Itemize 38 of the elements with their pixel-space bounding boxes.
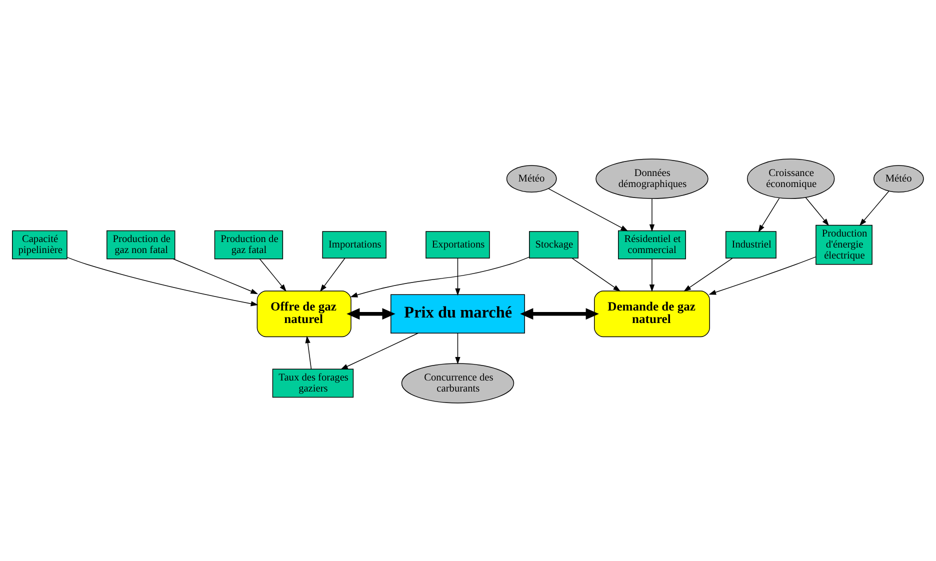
arrow xyxy=(455,332,460,364)
arrow xyxy=(305,335,312,369)
node-box: Production de gaz non fatal xyxy=(106,230,176,259)
node-ellipse: Croissance économique xyxy=(746,158,835,198)
arrow xyxy=(455,257,460,296)
arrow xyxy=(859,190,890,226)
arrow xyxy=(649,258,655,292)
arrow xyxy=(708,256,816,294)
node-ellipse: Données démographiques xyxy=(596,158,708,198)
node-ellipse: Météo xyxy=(506,164,557,192)
arrow xyxy=(66,256,258,306)
node-box: Taux des forages gaziers xyxy=(272,368,354,398)
arrow xyxy=(572,257,621,292)
node-box: Résidentiel et commercial xyxy=(618,230,686,259)
node-box: Industriel xyxy=(725,230,776,258)
arrow xyxy=(805,196,830,226)
node-box: Offre de gaz naturel xyxy=(256,290,352,337)
node-box: Exportations xyxy=(426,230,490,258)
arrow xyxy=(172,258,258,294)
node-ellipse: Concurrence des carburants xyxy=(401,362,514,403)
arrow xyxy=(346,308,396,320)
arrow xyxy=(520,308,599,320)
node-box: Capacité pipelinière xyxy=(12,230,68,259)
node-box: Production d'énergie électrique xyxy=(816,224,872,264)
node-box: Importations xyxy=(322,230,386,258)
arrow xyxy=(350,256,530,297)
arrow xyxy=(649,198,655,232)
arrow xyxy=(259,258,286,292)
node-box: Stockage xyxy=(529,230,578,258)
node-box: Demande de gaz naturel xyxy=(594,290,710,337)
node-box: Prix du marché xyxy=(390,294,525,333)
node-box: Production de gaz fatal xyxy=(214,230,284,259)
arrow xyxy=(684,257,733,292)
node-ellipse: Météo xyxy=(874,164,924,192)
arrow xyxy=(548,188,628,231)
arrow xyxy=(340,332,419,370)
arrow xyxy=(758,197,780,232)
arrow xyxy=(320,257,346,292)
